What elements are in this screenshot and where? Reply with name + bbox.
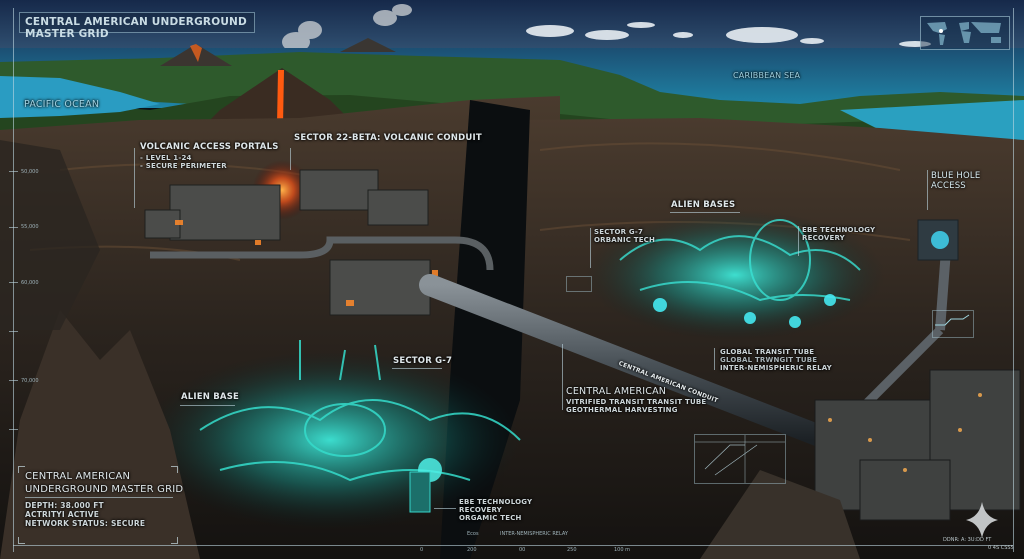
volcanic-portals-line-1: - LEVEL 1-24 [140, 154, 192, 162]
ebe-lower-line-3: ORGAMIC TECH [459, 514, 522, 522]
global-transit-line-3: INTER-NEMISPHERIC RELAY [720, 364, 832, 372]
world-minimap [920, 16, 1010, 50]
info-activity: ACTRITYI ACTIVE [25, 510, 100, 519]
sector-g7-upper-line-2: ORBANIC TECH [594, 236, 656, 244]
sector-g7-upper-line-1: SECTOR G-7 [594, 228, 644, 236]
ebe-upper-leader [798, 226, 799, 256]
info-panel-title-2: UNDERGROUND MASTER GRID [25, 484, 184, 495]
alien-base-leader [180, 405, 235, 406]
footer-coords: DDNR: A: 3U:DD FT [943, 537, 992, 543]
schematic-icon [695, 435, 785, 483]
footer-code: 0 4S CSS5 [988, 545, 1014, 551]
sector-22-leader-line [290, 148, 291, 170]
world-map-icon [927, 22, 1001, 45]
alien-base-label: ALIEN BASE [181, 392, 240, 402]
data-readout-panel-3 [694, 434, 786, 484]
ebe-lower-leader [434, 508, 456, 509]
global-transit-line-2: GLOBAL TRWNGIT TUBE [720, 356, 818, 364]
ebe-lower-line-2: RECOVERY [459, 506, 502, 514]
depth-tick-label: 60,000 [21, 280, 39, 286]
ebe-upper-line-1: EBE TECHNOLOGY [802, 226, 876, 234]
depth-tick-label: 55,000 [21, 224, 39, 230]
sparkle-icon [966, 502, 998, 538]
depth-tick-label: 70,000 [21, 378, 39, 384]
title-frame: CENTRAL AMERICAN UNDERGROUND MASTER GRID [19, 12, 255, 40]
info-panel-title-1: CENTRAL AMERICAN [25, 471, 131, 482]
grid-info-panel: CENTRAL AMERICAN UNDERGROUND MASTER GRID… [18, 466, 183, 544]
ebe-lower-line-1: EBE TECHNOLOGY [459, 498, 533, 506]
alien-bases-label: ALIEN BASES [671, 200, 736, 210]
blue-hole-label-1: BLUE HOLE [931, 171, 981, 181]
scale-tick-label: 100 m [614, 547, 631, 553]
volcanic-portals-title: VOLCANIC ACCESS PORTALS [140, 142, 279, 152]
portals-leader-line [134, 148, 135, 208]
page-title: CENTRAL AMERICAN UNDERGROUND MASTER GRID [25, 16, 247, 40]
scale-tick-label: 250 [567, 547, 577, 553]
sector-22-beta-label: SECTOR 22-BETA: VOLCANIC CONDUIT [294, 133, 482, 143]
data-readout-panel-1 [566, 276, 592, 292]
blue-hole-leader-line [927, 170, 928, 210]
pacific-ocean-label: PACIFIC OCEAN [24, 99, 100, 110]
scale-caption: INTER-NEMISPHERIC RELAY [500, 531, 568, 537]
data-readout-panel-2 [932, 310, 974, 338]
sector-g7-lower-leader [392, 368, 442, 369]
scale-caption: Ecos [467, 531, 479, 537]
left-hud-rail [13, 8, 14, 552]
sector-g7-lower-label: SECTOR G-7 [393, 356, 453, 366]
depth-tick-label: 50,000 [21, 169, 39, 175]
caribbean-sea-label: CARIBBEAN SEA [733, 71, 801, 80]
central-american-line-1: VITRIFIED TRANSIT TRANSIT TUBE [566, 398, 707, 406]
info-depth: DEPTH: 38.000 FT [25, 501, 104, 510]
scale-tick-label: 200 [467, 547, 477, 553]
ebe-upper-line-2: RECOVERY [802, 234, 845, 242]
scale-tick-label: 00 [519, 547, 526, 553]
central-american-leader [562, 344, 563, 410]
central-american-title: CENTRAL AMERICAN [566, 386, 667, 397]
volcanic-portals-line-2: - SECURE PERIMETER [140, 162, 227, 170]
right-hud-rail [1013, 8, 1014, 552]
sector-g7-upper-leader [590, 228, 591, 268]
global-transit-leader [714, 348, 715, 370]
bottom-hud-rail [13, 545, 1013, 546]
graph-icon [935, 314, 970, 326]
scale-tick-label: 0 [420, 547, 424, 553]
alien-bases-leader-line [670, 212, 740, 213]
blue-hole-label-2: ACCESS [931, 181, 966, 191]
info-network-status: NETWORK STATUS: SECURE [25, 519, 146, 528]
global-transit-line-1: GLOBAL TRANSIT TUBE [720, 348, 815, 356]
central-american-line-2: GEOTHERMAL HARVESTING [566, 406, 678, 414]
